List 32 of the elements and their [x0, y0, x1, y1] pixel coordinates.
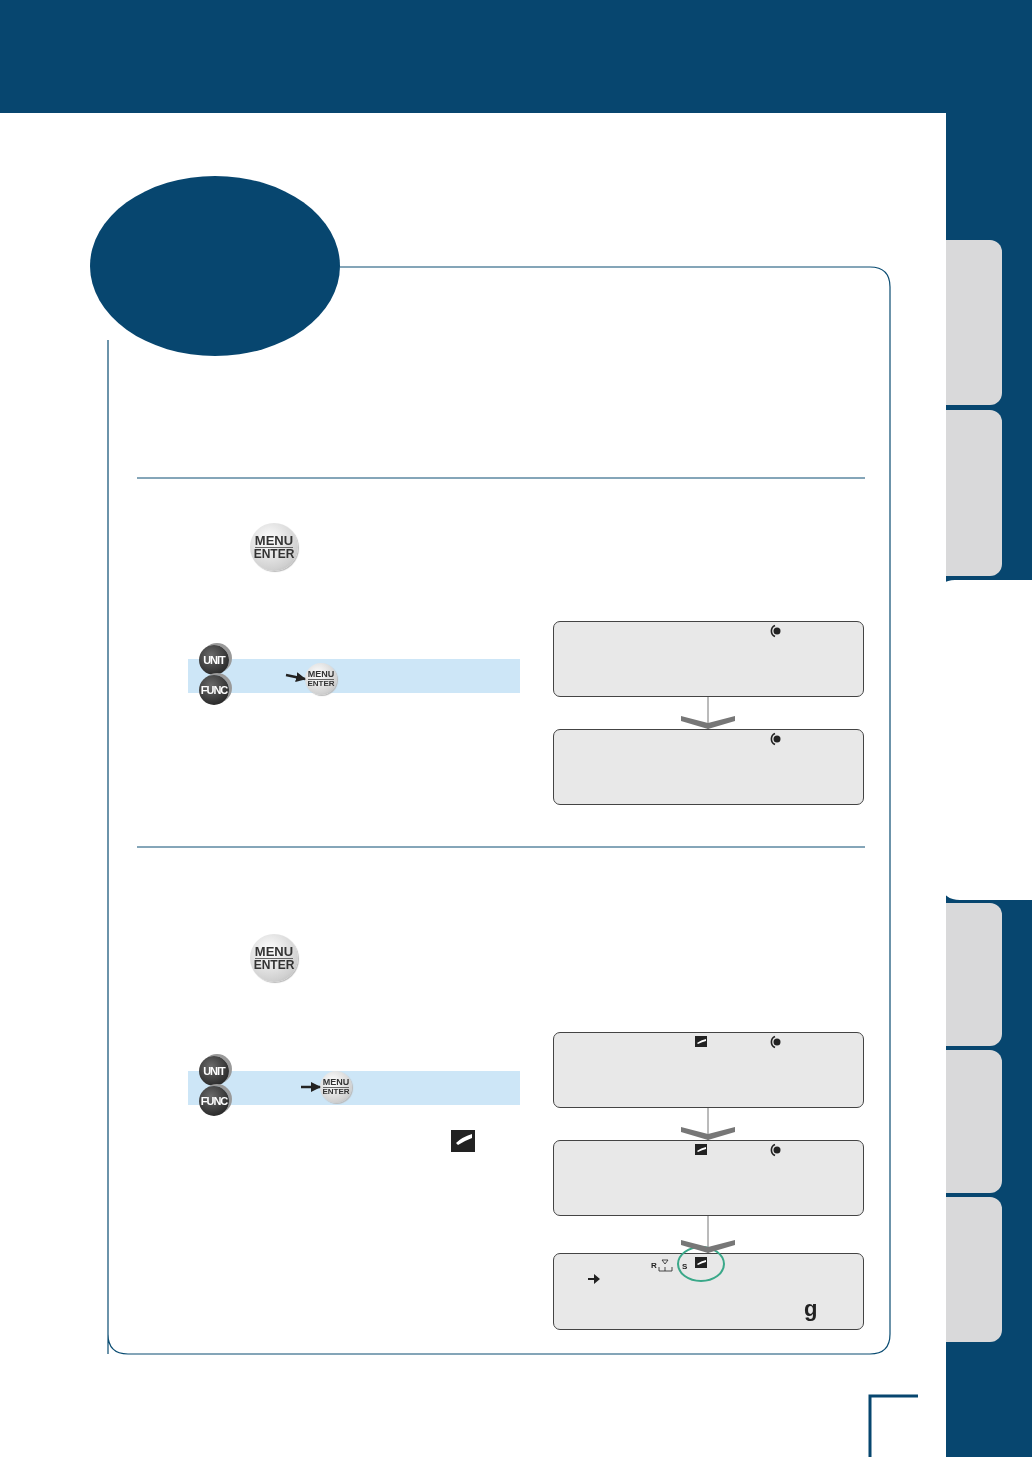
- key-label: FUNC: [200, 684, 228, 696]
- display-panel: [553, 1032, 864, 1108]
- arrow-key: [199, 1086, 229, 1116]
- index-tab: [946, 903, 1002, 1046]
- key-label: MENU: [322, 1078, 350, 1088]
- display-panel: [553, 1140, 864, 1216]
- arrow-key: [199, 645, 229, 675]
- key-label: MENU: [254, 534, 294, 548]
- index-tab: [946, 240, 1002, 405]
- key-label: MENU: [254, 945, 294, 959]
- key-label: UNIT: [203, 654, 225, 666]
- arrow-key: [199, 1056, 229, 1086]
- key-label: ENTER: [253, 959, 295, 971]
- scale-mark: S: [682, 1262, 688, 1271]
- arrow: [285, 672, 306, 683]
- scale-mark: R: [651, 1261, 657, 1270]
- index-tab: [946, 1197, 1002, 1342]
- display-panel: [553, 621, 864, 697]
- menu-enter-key: [250, 523, 298, 571]
- index-tab: [946, 1050, 1002, 1193]
- arrow-key: [199, 675, 229, 705]
- display-panel: [553, 729, 864, 805]
- key-label: ENTER: [307, 680, 335, 688]
- key-label: ENTER: [322, 1088, 350, 1096]
- key-label: FUNC: [200, 1095, 228, 1107]
- unit-symbol: g: [804, 1296, 818, 1322]
- index-tab: [946, 410, 1002, 576]
- key-label: MENU: [307, 670, 335, 680]
- arrow: [301, 1082, 321, 1092]
- menu-enter-key: [250, 934, 298, 982]
- key-label: ENTER: [253, 548, 295, 560]
- key-label: UNIT: [203, 1065, 225, 1077]
